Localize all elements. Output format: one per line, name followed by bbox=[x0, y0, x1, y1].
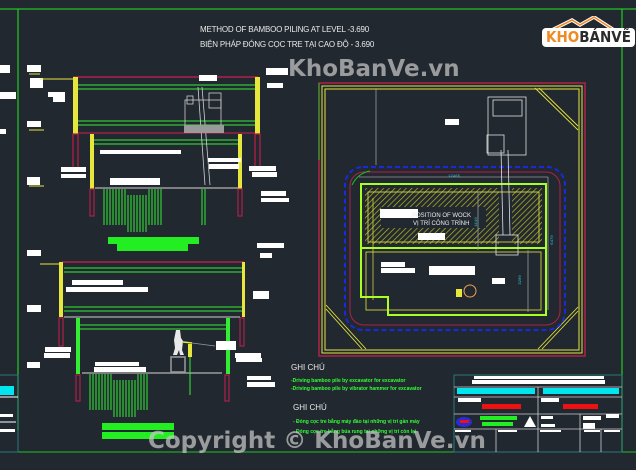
dim-inner: 4110 bbox=[474, 217, 479, 227]
note-line: -Driving bamboo pile by excavator for ex… bbox=[291, 378, 406, 384]
notes-block-en: GHI CHÚ -Driving bamboo pile by excavato… bbox=[291, 363, 422, 392]
khobanve-logo: KHOBÁNVẼ bbox=[542, 16, 635, 48]
dim-top: 12465 bbox=[448, 175, 461, 179]
section-view-lower bbox=[0, 253, 275, 453]
note-line: - Đóng cọc tre bằng búa rung tại những v… bbox=[293, 429, 417, 435]
drawing-title-en: METHOD OF BAMBOO PILING AT LEVEL -3.690 bbox=[200, 25, 369, 34]
drawing-title-vi: BIỆN PHÁP ĐÓNG CỌC TRE TẠI CAO ĐỘ - 3.69… bbox=[200, 40, 375, 49]
plan-label-work-en: POSITION OF WOCK bbox=[412, 213, 472, 219]
bamboo-piles-lower bbox=[89, 374, 148, 417]
watermark-bottom: Copyright © KhoBanVe.vn bbox=[148, 428, 486, 454]
logo-text: KHOBÁNVẼ bbox=[542, 28, 635, 47]
logo-text-banve: BÁNVẼ bbox=[579, 28, 631, 46]
excavator-plan-icon bbox=[486, 96, 527, 256]
watermark-top: KhoBanVe.vn bbox=[288, 56, 460, 82]
title-block bbox=[453, 374, 623, 453]
logo-text-kho: KHO bbox=[546, 28, 580, 46]
worker-with-hammer-icon bbox=[170, 330, 216, 395]
excavator-icon bbox=[184, 86, 222, 186]
roof-icon bbox=[549, 16, 615, 32]
note-line: - Đóng cọc tre bằng máy đào tại những vị… bbox=[293, 419, 420, 425]
plan-label-work-vi: VỊ TRÍ CÔNG TRÌNH bbox=[413, 221, 470, 227]
section-view-upper bbox=[0, 65, 289, 256]
note-line: -Driving bamboo pile by vibrator hammer … bbox=[291, 386, 422, 392]
notes-heading-en: GHI CHÚ bbox=[291, 363, 325, 372]
plan-view bbox=[318, 82, 586, 357]
vibro-hammer-plan-icon bbox=[456, 284, 477, 298]
bamboo-piles-upper bbox=[103, 189, 206, 232]
dim-right: 6470 bbox=[550, 235, 555, 245]
notes-heading-vi: GHI CHÚ bbox=[293, 403, 327, 412]
notes-block-vi: GHI CHÚ - Đóng cọc tre bằng máy đào tại … bbox=[293, 403, 420, 435]
dim-lower: 3200 bbox=[518, 275, 523, 285]
